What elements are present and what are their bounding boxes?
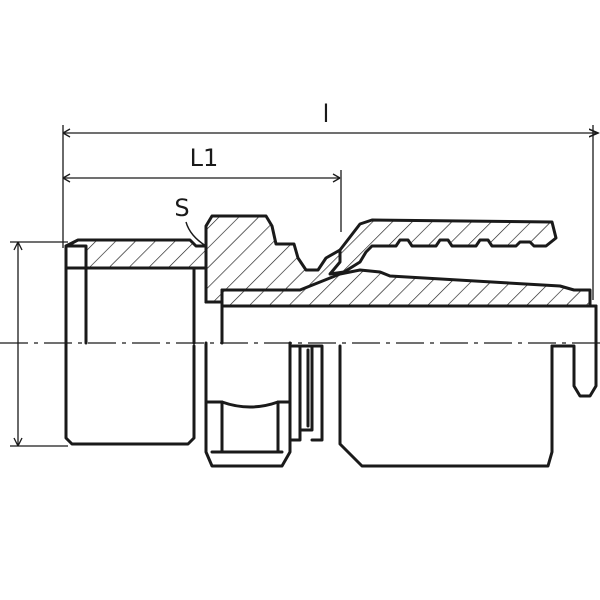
hex-flat-line <box>204 400 292 409</box>
thread-body-section <box>64 238 208 270</box>
dimension-overall-length <box>62 125 598 300</box>
label-hex-size: S <box>174 194 189 222</box>
ferrule-lower-outline <box>338 344 554 468</box>
dimension-thread-diameter <box>10 241 68 447</box>
dimension-length-1 <box>62 170 342 232</box>
ferrule-section <box>328 218 558 276</box>
hex-size-leader <box>185 221 207 247</box>
stem-tail-outline <box>550 304 598 398</box>
thread-body-outline <box>64 244 196 446</box>
hex-nut-lower <box>204 341 292 468</box>
label-length-1: L1 <box>190 144 219 172</box>
label-overall-length: l <box>323 100 330 128</box>
collar-outline <box>288 344 324 442</box>
